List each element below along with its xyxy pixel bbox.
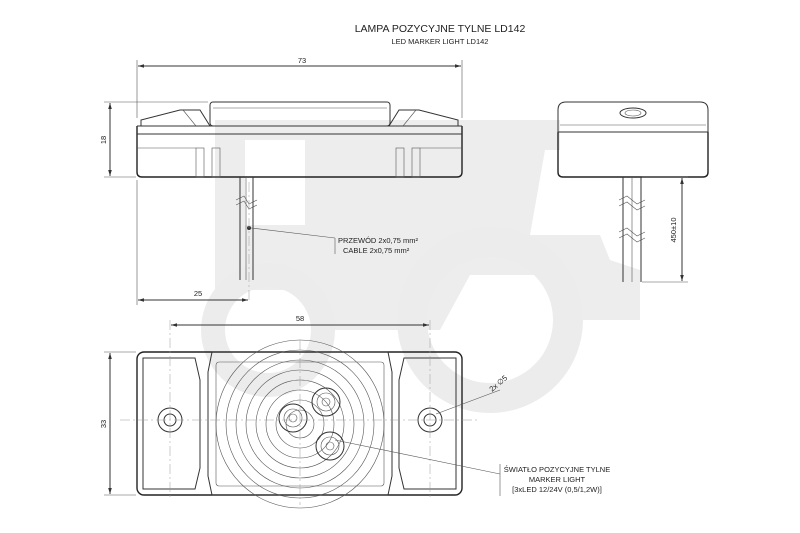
front-view — [120, 320, 480, 509]
cable-note-en: CABLE 2x0,75 mm² — [343, 246, 410, 255]
dim-73-label: 73 — [298, 56, 306, 65]
led-cluster — [278, 387, 345, 461]
dim-25-label: 25 — [194, 289, 202, 298]
dim-450-label: 450±10 — [669, 218, 678, 243]
dim-58-label: 58 — [296, 314, 304, 323]
dim-18-label: 18 — [99, 136, 108, 144]
dim-33-label: 33 — [99, 420, 108, 428]
drawing-title: LAMPA POZYCYJNE TYLNE LD142 — [355, 23, 526, 35]
end-view — [557, 101, 709, 282]
light-note-en: MARKER LIGHT — [529, 475, 586, 484]
dim-25: 25 — [136, 180, 248, 305]
dim-73: 73 — [136, 56, 463, 118]
cable-callout: PRZEWÓD 2x0,75 mm² CABLE 2x0,75 mm² — [250, 227, 419, 255]
dim-18: 18 — [99, 101, 208, 178]
tractor-watermark-icon — [201, 120, 640, 413]
cable-note-pl: PRZEWÓD 2x0,75 mm² — [338, 236, 419, 245]
drawing-subtitle: LED MARKER LIGHT LD142 — [392, 37, 489, 46]
dim-33: 33 — [99, 351, 136, 496]
dim-450: 450±10 — [642, 176, 688, 283]
side-view — [136, 101, 463, 300]
light-note-pl: ŚWIATŁO POZYCYJNE TYLNE — [504, 465, 610, 474]
light-note-spec: [3xLED 12/24V (0,5/1,2W)] — [512, 485, 602, 494]
light-callout: ŚWIATŁO POZYCYJNE TYLNE MARKER LIGHT [3x… — [334, 439, 610, 496]
dim-58: 58 — [171, 314, 429, 327]
